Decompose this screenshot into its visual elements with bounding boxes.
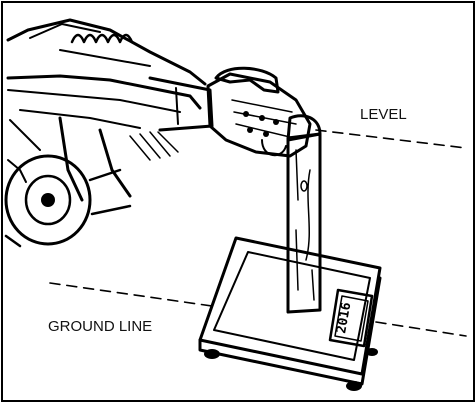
bathroom-scale: 2016	[198, 236, 382, 391]
label-ground-line: GROUND LINE	[48, 318, 152, 335]
label-level: LEVEL	[360, 106, 407, 123]
scale-display-readout: 2016	[334, 301, 354, 335]
jockey-wheel	[4, 154, 132, 248]
ground-line-left	[49, 282, 213, 307]
scale-display	[328, 288, 374, 348]
ground-line-right	[375, 321, 467, 337]
wooden-post	[286, 132, 322, 314]
caravan-chassis	[6, 18, 214, 202]
level-line	[315, 129, 467, 149]
